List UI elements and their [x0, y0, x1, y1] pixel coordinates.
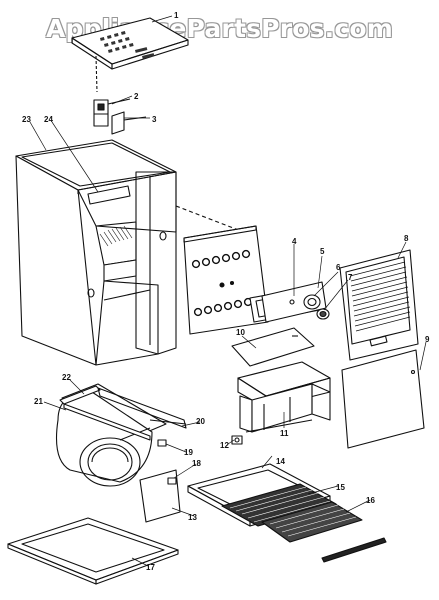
part-17-base-pan [7, 517, 179, 585]
callout-5: 5 [320, 247, 325, 256]
part-3-bracket [111, 111, 147, 135]
part-12-connector [231, 435, 243, 445]
part-8-louvered-panel [339, 249, 419, 361]
callout-20: 20 [196, 417, 205, 426]
part-9-lower-panel [341, 349, 425, 449]
part-access-panel [183, 225, 269, 335]
callout-6: 6 [336, 263, 341, 272]
callout-8: 8 [404, 234, 409, 243]
part-18-bracket [167, 477, 177, 485]
callout-16: 16 [366, 496, 375, 505]
part-2-switch [93, 98, 131, 127]
part-7-ring [316, 308, 330, 320]
callout-11: 11 [280, 429, 289, 438]
callout-14: 14 [276, 457, 285, 466]
callout-10: 10 [236, 328, 245, 337]
part-10-plate [231, 327, 315, 367]
callout-13: 13 [188, 513, 197, 522]
callout-3: 3 [152, 115, 157, 124]
callout-9: 9 [425, 335, 430, 344]
part-13-panel [139, 469, 181, 523]
callout-15: 15 [336, 483, 345, 492]
callout-12: 12 [220, 441, 229, 450]
part-16-filter [261, 501, 363, 543]
callout-18: 18 [192, 459, 201, 468]
callout-1: 1 [174, 11, 179, 20]
part-1-top-vent-cover [71, 17, 189, 93]
callout-4: 4 [292, 237, 297, 246]
callout-17: 17 [146, 563, 155, 572]
callout-23: 23 [22, 115, 31, 124]
callout-19: 19 [184, 448, 193, 457]
callout-7: 7 [348, 273, 353, 282]
callout-22: 22 [62, 373, 71, 382]
part-strip [321, 537, 387, 563]
part-19-clip [157, 439, 167, 447]
part-6-ring [303, 294, 321, 310]
callout-2: 2 [134, 92, 139, 101]
callout-24: 24 [44, 115, 53, 124]
callout-21: 21 [34, 397, 43, 406]
part-23-cabinet [15, 139, 255, 366]
part-11-heat-exchanger [237, 361, 331, 433]
part-20-rail [97, 387, 187, 429]
part-22-rail [59, 385, 151, 441]
